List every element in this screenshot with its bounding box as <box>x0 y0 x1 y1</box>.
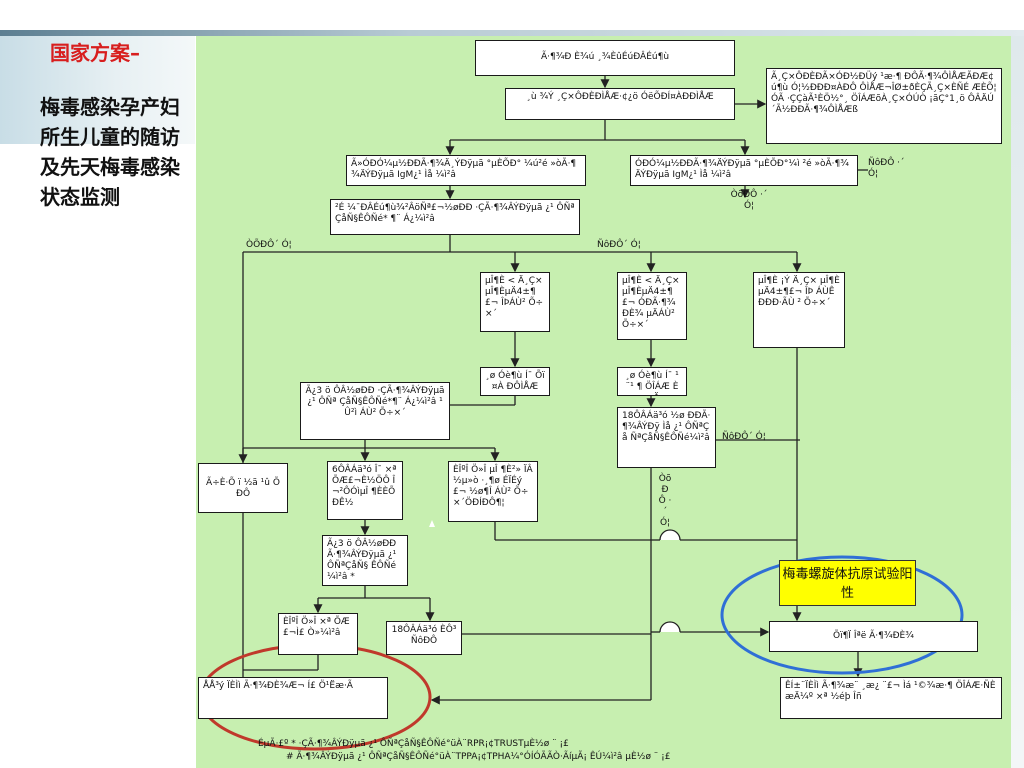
node-report: ÊÍ±¨ÏÈÌì Ã·¶¾æ¨ ¸æ¿ ¨£¬ Ìá ¹©¾æ·¶ ÖÎÁÆ·Ñ… <box>780 677 1002 719</box>
node-titer-low-no-sign: µÎ¶È < Ä¸Ç× µÎ¶ÈµÄ4±¶£¬ ÎÞÁÙ² Õ÷×´ <box>480 272 550 332</box>
right-strip <box>1011 36 1024 768</box>
node-treatment: ¸ø Óè¶ù Í¯ ¹ ¨¹ ¶ ÖÎÁÆ ÈæÄ <box>617 367 687 396</box>
edge-label-n5-right: ÑôÐÔ ·´ Ó¦ <box>868 158 905 179</box>
node-nontp-test: ²É ¼¯ÐÂÉú¶ù¾²ÂöÑª£¬½øÐÐ ·ÇÃ·¶¾ÂÝÐÿµã ¿¹ … <box>330 199 580 235</box>
edge-label-n13-right: ÑôÐÔ´ Ó¦ <box>722 432 766 442</box>
node-treatment-note: Ã¸Ç×ÔÐÈÐÃ×ÓÐ½ÐÜý ¹æ·¶ ÐÔÃ·¶¾ÔÌÅÆÃÐÆ¢ú¶ù … <box>766 68 1002 144</box>
sidebar: 国家方案– 梅毒感染孕产妇所生儿童的随访及先天梅毒感染状态监测 <box>0 0 195 768</box>
node-18m-positive: 18ÔÂÁä³ó ÈÔ³ ÑôÐÔ <box>386 621 462 655</box>
node-titer-low-sign: µÎ¶È < Ä¸Ç× µÎ¶ÈµÄ4±¶£¬ ÓÐÃ·¶¾ÐÈ¾ µÄÁÙ² … <box>617 272 687 340</box>
edge-label-n5-below: ÒõÐÔ ·´ Ó¦ <box>730 190 768 211</box>
edge-label-positive: ÑôÐÔ´ Ó¦ <box>597 240 641 250</box>
node-negative-convert: ÈÎºÎ Ö»Î ×ª ÕÆ£¬Ì£ Ò»¼ì²â <box>278 613 358 655</box>
node-exam: ÓÐÓ¼µ½ÐÐÃ·¶¾ÄÝÐÿµã °µÈÕÐ°¼ì ²é »òÃ·¶¾ÄÝÐ… <box>630 155 858 186</box>
node-titer-high: µÎ¶È ¡Ý Ä¸Ç× µÎ¶ÈµÄ4±¶£¬ ÎÞ ÁÙÊÐÐÐ·ÃÙ ² … <box>753 272 845 348</box>
node-titer-rise: ÈÎºÎ Ö»Î µÎ ¶È²» ÏÂ½µ»ò ·¸¶ø ÉÏÉý£¬ ½ø¶Î… <box>448 461 538 522</box>
footnote-1: ÉµÃ·£º * ·ÇÃ·¶¾ÂÝÐÿµã ¿¹ Ô­ÑªÇåÑ§ÊÔÑé°üÀ… <box>258 739 569 749</box>
edge-label-n13-below: Òõ ÐÔ ·´ Ó¦ <box>658 474 672 528</box>
node-start: Ã·¶¾Ð È¾ú ¸¾ÈûÉúÐÂÉú¶ù <box>475 40 735 76</box>
node-test-18m: 18ÔÂÁä³ó ½ø ÐÐÃ·¶¾ÂÝÐÿ Ìå ¿¹ Ô­ÑªÇå ÑªÇå… <box>617 407 716 468</box>
node-assess: ¸ù ¾Ý ¸Ç×ÔÐÈÐÌÅÆ·¢¿ö ÓëÕÐÍ¤ÀÐÐÌÅÆ <box>505 88 735 120</box>
node-followup-3m: Ã¿3 ö ÔÂ½øÐÐ ·ÇÃ·¶¾ÂÝÐÿµã ¿¹ Ô­Ñª ÇåÑ§ÊÔ… <box>300 382 450 440</box>
node-exclude: ÅÅ³ý ÏÈÌì Ã·¶¾ÐÈ¾Æ¬ Í£ Ö¹Ëæ·Ã <box>198 677 388 719</box>
edge-label-negative: ÒÕÐÔ´ Ó¦ <box>246 240 292 250</box>
highlight-tp-positive: 梅毒螺旋体抗原试验阳性 <box>779 560 916 606</box>
top-rule <box>0 30 1024 36</box>
node-6m-negative: 6ÔÂÁä³ó Î¯ ×ª ÕÆ£¬È½ÖÔ Î¬²ÔÓìµÎ ¶ÈÈÕÐÊ½ <box>327 461 403 520</box>
sidebar-band <box>0 34 195 144</box>
node-no-exam: Ã»ÓÐÓ¼µ½ÐÐÃ·¶¾Ä¸ÝÐÿµã °µÈÕÐ° ¼ú²é »òÃ·¶¾… <box>346 155 586 186</box>
node-diagnosis: Ã÷È·Õ ï ½ã ¹û ÕÐÔ <box>198 463 288 513</box>
node-prophylaxis: ¸ø Óè¶ù Í¯ Õï¤À ÐÔÌÅÆ <box>480 367 550 396</box>
slide-subtitle: 梅毒感染孕产妇所生儿童的随访及先天梅毒感染状态监测 <box>40 95 180 209</box>
slide-title: 国家方案– <box>50 41 140 65</box>
footnotes: ÉµÃ·£º * ·ÇÃ·¶¾ÂÝÐÿµã ¿¹ Ô­ÑªÇåÑ§ÊÔÑé°üÀ… <box>258 738 978 764</box>
node-tp-test: Ã¿3 ö ÔÂ½øÐÐ Ã·¶¾ÂÝÐÿµã ¿¹ Ô­ÑªÇåÑ§ ÊÔÑé… <box>322 535 408 586</box>
footnote-2: # Ã·¶¾ÂÝÐÿµã ¿¹ Ô­ÑªÇåÑ§ÊÔÑé°üÀ¨TPPA¡¢TP… <box>286 752 671 762</box>
node-confirm-infection: Õï¶Ï Îªë Ã·¶¾ÐÈ¾ <box>769 621 978 652</box>
